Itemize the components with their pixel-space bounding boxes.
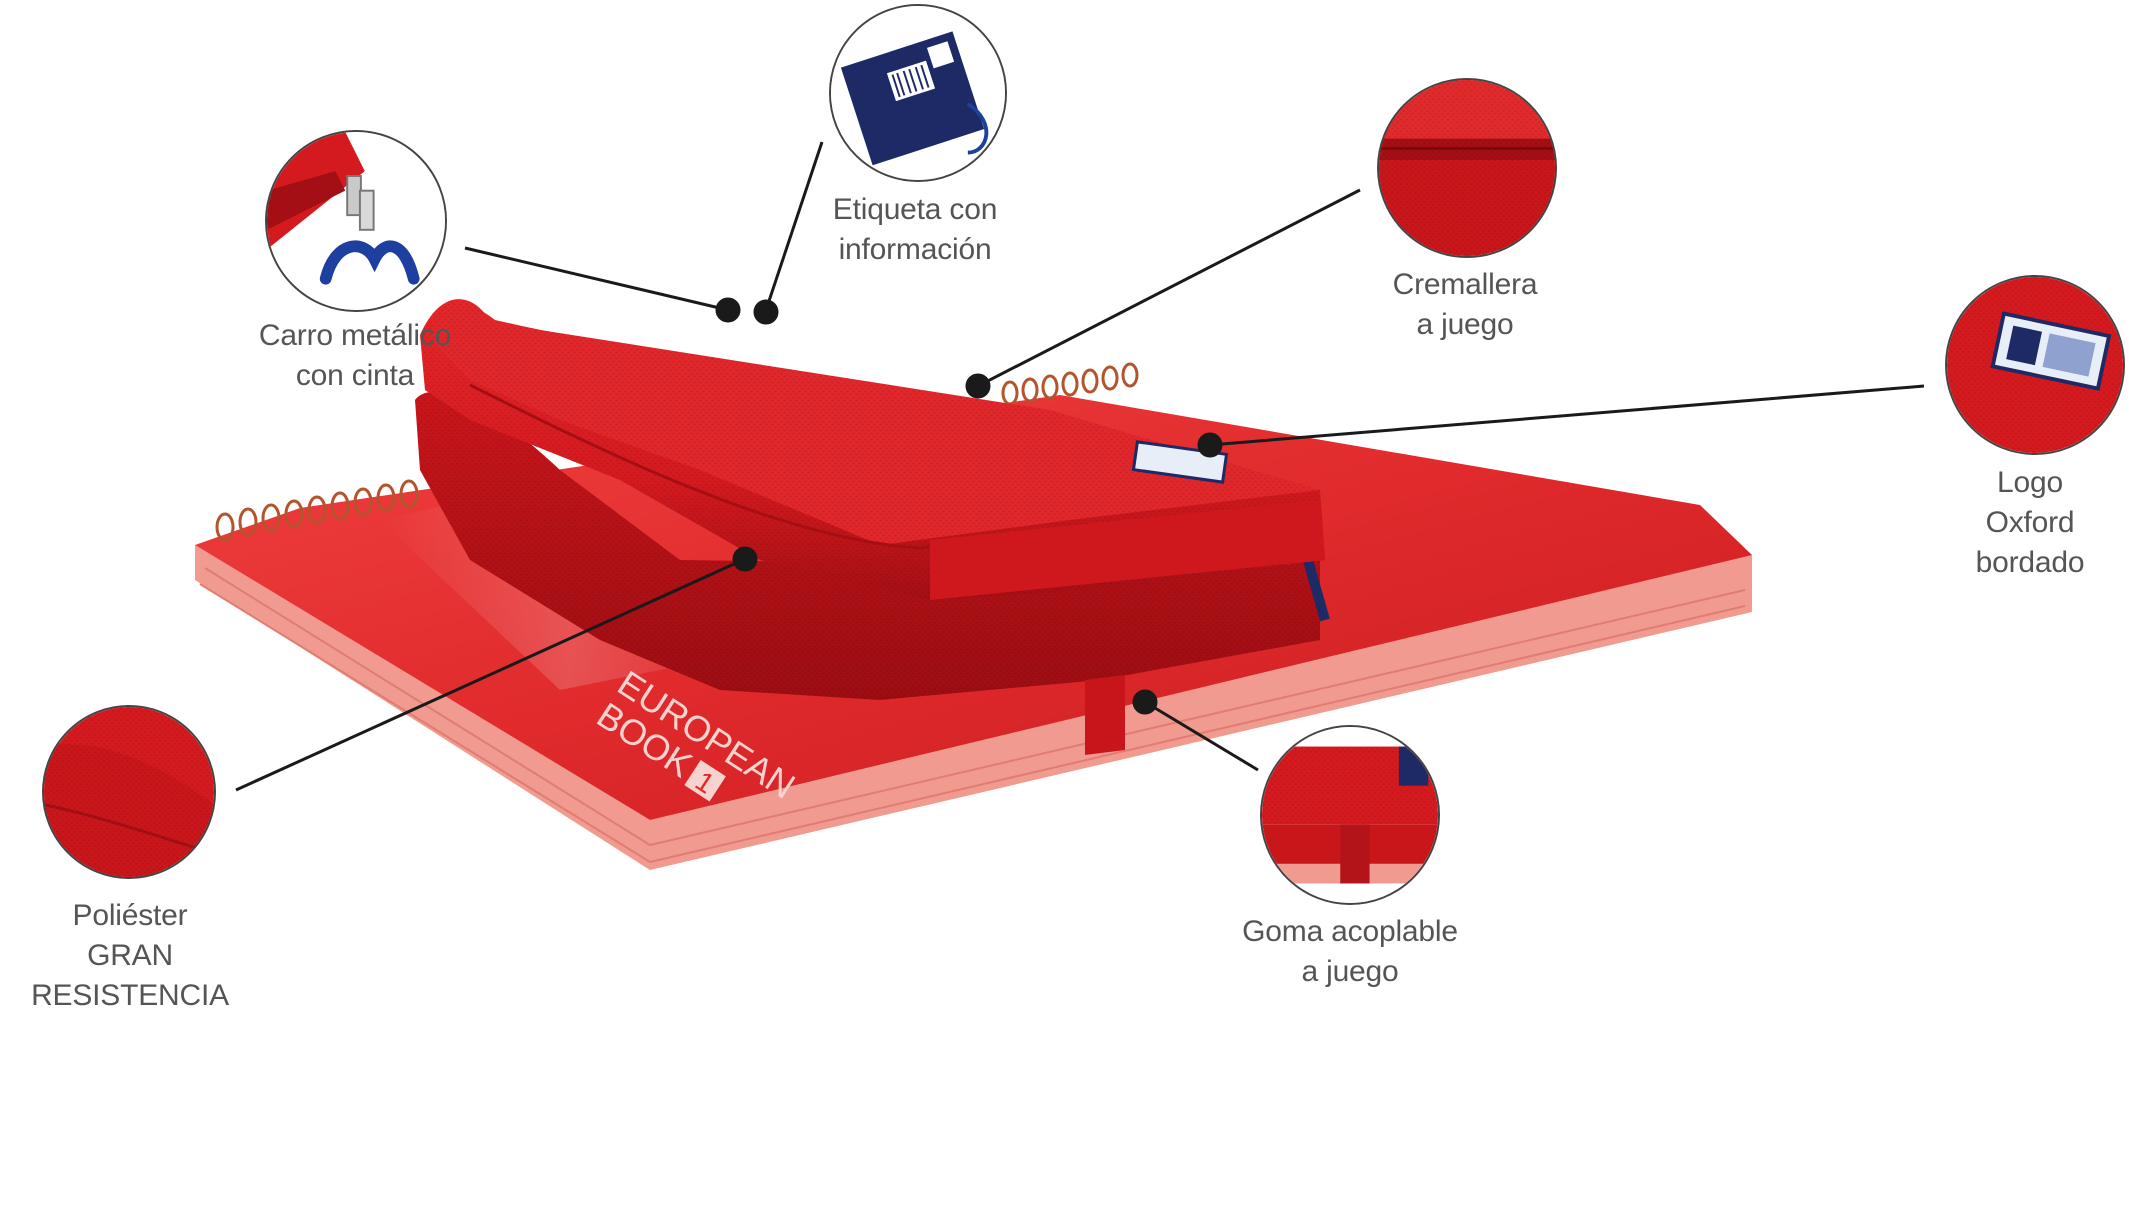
label-cremallera: Cremallera a juego [1365,265,1565,345]
label-cremallera-line-2: a juego [1416,308,1514,341]
zipper-icon [1377,78,1557,258]
notebook-page-edges [195,545,1752,870]
label-etiqueta-line-1: Etiqueta con [832,193,998,226]
connector-goma [1144,700,1259,772]
connector-cremallera [977,188,1361,388]
notebook-spiral-left [215,479,419,542]
label-logo-line-2: Oxford [1985,506,2075,539]
connector-carro [464,246,729,312]
dot-carro [715,297,741,323]
label-logo-line-1: Logo [1997,466,2063,499]
notebook-spiral-right [1001,362,1139,406]
label-etiqueta-line-2: información [838,233,992,266]
tag-icon [829,4,1007,182]
label-poliester-line-2: GRAN [87,939,173,972]
label-carro: Carro metálico con cinta [245,316,465,396]
pencil-case [415,299,1330,755]
dot-cremallera [965,373,991,399]
logo-patch-icon [1945,275,2125,455]
zipper-pull-icon [265,130,447,312]
label-poliester-line-1: Poliéster [72,899,188,932]
label-goma-line-2: a juego [1301,955,1399,988]
fabric-icon [42,705,216,879]
dot-poliester [732,546,758,572]
connector-logo [1209,384,1925,447]
label-logo: Logo Oxford bordado [1945,463,2115,583]
label-goma: Goma acoplable a juego [1225,912,1475,992]
label-etiqueta: Etiqueta con información [805,190,1025,270]
label-carro-line-1: Carro metálico [258,319,452,352]
callout-connectors [235,141,1925,792]
dot-goma [1132,689,1158,715]
label-poliester: Poliéster GRAN RESISTENCIA [30,896,230,1016]
label-cremallera-line-1: Cremallera [1392,268,1538,301]
label-poliester-line-3: RESISTENCIA [31,979,229,1012]
connector-poliester [235,557,746,792]
dot-etiqueta [753,299,779,325]
elastic-band [1085,675,1125,755]
dot-logo [1197,432,1223,458]
elastic-band-icon [1260,725,1440,905]
label-goma-line-1: Goma acoplable [1242,915,1458,948]
label-logo-line-3: bordado [1975,546,2085,579]
label-carro-line-2: con cinta [295,359,415,392]
connector-etiqueta [764,141,824,311]
